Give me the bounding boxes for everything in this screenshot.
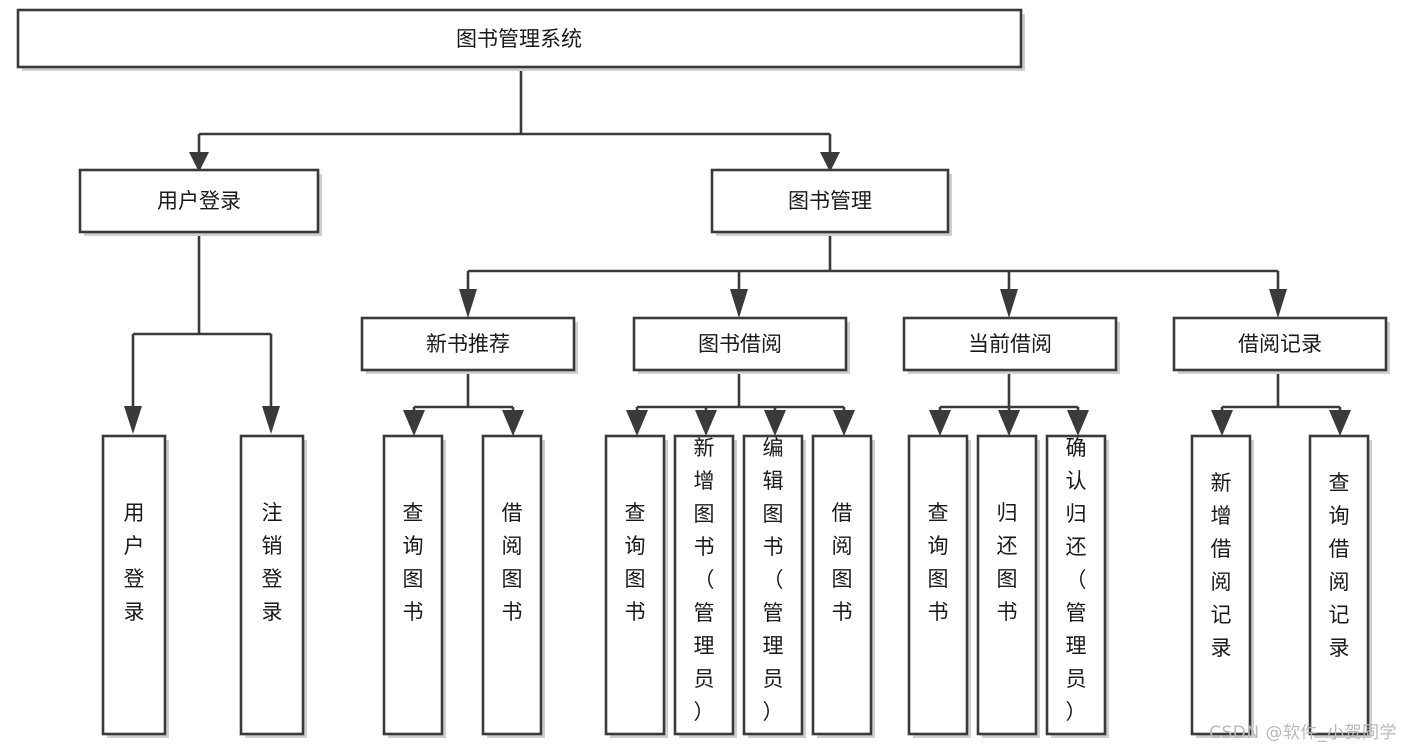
leaf-user-login-logout-rect (239, 434, 305, 736)
node-book-borrow-rect (632, 316, 848, 372)
leaf-book-borrow-borrow-rect (811, 434, 873, 736)
leaf-borrow-record-query[interactable]: 查询借阅记录 (1308, 434, 1372, 738)
leaf-borrow-record-query-label: 查询借阅记录 (1329, 471, 1350, 660)
leaf-book-borrow-query[interactable]: 查询图书 (604, 434, 668, 738)
leaf-current-borrow-query[interactable]: 查询图书 (907, 434, 971, 738)
arrow-head-borrowrecord-leaf-1 (1211, 410, 1233, 436)
leaf-book-borrow-edit-rect (742, 434, 804, 736)
node-book-management-rect (710, 168, 950, 234)
leaf-current-borrow-query-rect (907, 434, 969, 736)
arrow-head-borrow-record (1269, 289, 1287, 318)
node-borrow-record[interactable]: 借阅记录 (1172, 316, 1390, 374)
arrow-head-bookborrow-leaf-3 (764, 410, 786, 436)
leaf-current-borrow-confirm-label: 确认归还（管理员） (1066, 436, 1087, 724)
arrow-head-leaf-logout (262, 406, 280, 434)
arrow-head-bookborrow-leaf-1 (626, 410, 648, 436)
arrow-head-book-mgmt (820, 152, 840, 172)
node-current-borrow-rect (902, 316, 1118, 372)
arrow-head-currentborrow-leaf-3 (1067, 410, 1089, 436)
leaf-current-borrow-return[interactable]: 归还图书 (976, 434, 1040, 738)
node-new-book-recommend-label: 新书推荐 (426, 332, 510, 356)
leaf-new-book-borrow-rect (481, 434, 543, 736)
leaf-borrow-record-query-rect (1308, 434, 1370, 736)
leaf-borrow-record-add-label: 新增借阅记录 (1211, 471, 1232, 660)
node-user-login-label: 用户登录 (157, 189, 241, 213)
leaf-new-book-query[interactable]: 查询图书 (382, 434, 446, 738)
arrow-head-user-login (189, 152, 209, 172)
node-root-label: 图书管理系统 (456, 27, 582, 51)
leaf-new-book-borrow[interactable]: 借阅图书 (481, 434, 545, 738)
leaf-user-login-login-rect (101, 434, 167, 736)
leaf-book-borrow-edit[interactable]: 编辑图书（管理员） (742, 434, 806, 738)
arrow-head-new-book (459, 289, 477, 318)
node-borrow-record-rect (1172, 316, 1388, 372)
node-book-management-label: 图书管理 (788, 189, 872, 213)
arrow-head-bookborrow-leaf-4 (833, 410, 855, 436)
arrow-head-leaf-user-login (124, 406, 142, 434)
connector-layer (124, 68, 1351, 436)
arrow-head-newbook-leaf-2 (502, 410, 524, 436)
leaf-book-borrow-edit-label: 编辑图书（管理员） (763, 436, 784, 724)
leaf-user-login-login-label: 用户登录 (124, 501, 145, 624)
arrow-head-currentborrow-leaf-1 (929, 410, 951, 436)
arrow-head-borrowrecord-leaf-2 (1329, 410, 1351, 436)
leaf-current-borrow-confirm[interactable]: 确认归还（管理员） (1045, 434, 1109, 738)
leaf-borrow-record-add[interactable]: 新增借阅记录 (1190, 434, 1254, 738)
node-book-management[interactable]: 图书管理 (710, 168, 952, 236)
node-root[interactable]: 图书管理系统 (16, 8, 1025, 71)
leaf-current-borrow-return-label: 归还图书 (997, 501, 1018, 624)
arrow-head-bookborrow-leaf-2 (695, 410, 717, 436)
csdn-watermark: CSDN @软件_小贺同学 (1209, 723, 1397, 743)
leaf-new-book-query-rect (382, 434, 444, 736)
node-current-borrow-label: 当前借阅 (968, 332, 1052, 356)
arrow-head-newbook-leaf-1 (403, 410, 425, 436)
leaf-current-borrow-query-label: 查询图书 (928, 501, 949, 624)
leaf-borrow-record-add-rect (1190, 434, 1252, 736)
node-current-borrow[interactable]: 当前借阅 (902, 316, 1120, 374)
leaf-new-book-query-label: 查询图书 (403, 501, 424, 624)
node-book-borrow-label: 图书借阅 (698, 332, 782, 356)
leaf-book-borrow-add-rect (673, 434, 735, 736)
arrow-head-current-borrow (1000, 289, 1018, 318)
arrow-head-book-borrow (730, 289, 748, 318)
node-book-borrow[interactable]: 图书借阅 (632, 316, 850, 374)
node-user-login-rect (78, 168, 320, 234)
node-new-book-recommend-rect (360, 316, 576, 372)
node-new-book-recommend[interactable]: 新书推荐 (360, 316, 578, 374)
leaf-user-login-logout-label: 注销登录 (262, 501, 283, 624)
arrow-head-currentborrow-leaf-2 (998, 410, 1020, 436)
leaf-user-login-logout[interactable]: 注销登录 (239, 434, 307, 738)
leaf-book-borrow-add-label: 新增图书（管理员） (694, 436, 715, 724)
leaf-current-borrow-return-rect (976, 434, 1038, 736)
leaf-book-borrow-query-label: 查询图书 (625, 501, 646, 624)
node-user-login[interactable]: 用户登录 (78, 168, 322, 236)
node-root-rect (16, 8, 1023, 69)
leaf-book-borrow-add[interactable]: 新增图书（管理员） (673, 434, 737, 738)
leaf-book-borrow-borrow[interactable]: 借阅图书 (811, 434, 875, 738)
node-borrow-record-label: 借阅记录 (1238, 332, 1322, 356)
leaf-current-borrow-confirm-rect (1045, 434, 1107, 736)
leaf-user-login-login[interactable]: 用户登录 (101, 434, 169, 738)
leaf-book-borrow-query-rect (604, 434, 666, 736)
leaf-book-borrow-borrow-label: 借阅图书 (832, 501, 853, 624)
leaf-new-book-borrow-label: 借阅图书 (502, 501, 523, 624)
